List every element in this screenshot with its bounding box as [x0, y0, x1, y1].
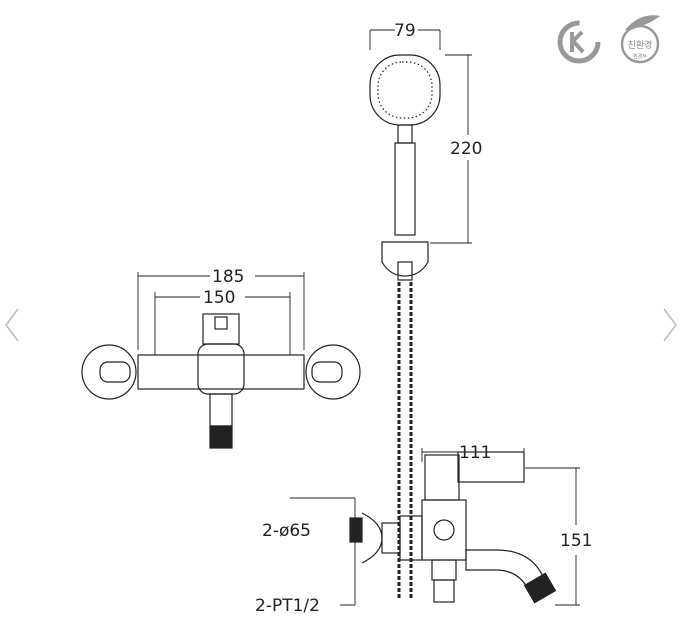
dim-inner-width: 150	[203, 288, 235, 308]
kc-certification-logo	[557, 20, 601, 64]
chevron-right-icon	[663, 308, 677, 342]
prev-slide-button[interactable]	[2, 305, 22, 345]
dim-handshower-height: 220	[450, 139, 482, 159]
front-view-faucet	[81, 313, 361, 449]
dim-flange: 2-ø65	[262, 521, 311, 541]
dim-handshower-width: 79	[394, 21, 416, 41]
dimension-lines	[137, 29, 580, 606]
dim-body-height: 151	[560, 531, 592, 551]
shower-hose	[397, 282, 413, 600]
eco-mark-text: 친환경	[628, 39, 653, 51]
eco-mark-subtext: 환경부	[633, 53, 647, 60]
next-slide-button[interactable]	[660, 305, 680, 345]
chevron-left-icon	[5, 308, 19, 342]
hand-shower-head	[369, 54, 441, 281]
eco-certification-logo: 친환경 환경부	[620, 15, 660, 64]
dim-outer-width: 185	[212, 267, 244, 287]
side-view-faucet	[349, 451, 557, 604]
dim-spout-length: 111	[459, 443, 491, 463]
dim-thread: 2-PT1/2	[255, 596, 320, 616]
